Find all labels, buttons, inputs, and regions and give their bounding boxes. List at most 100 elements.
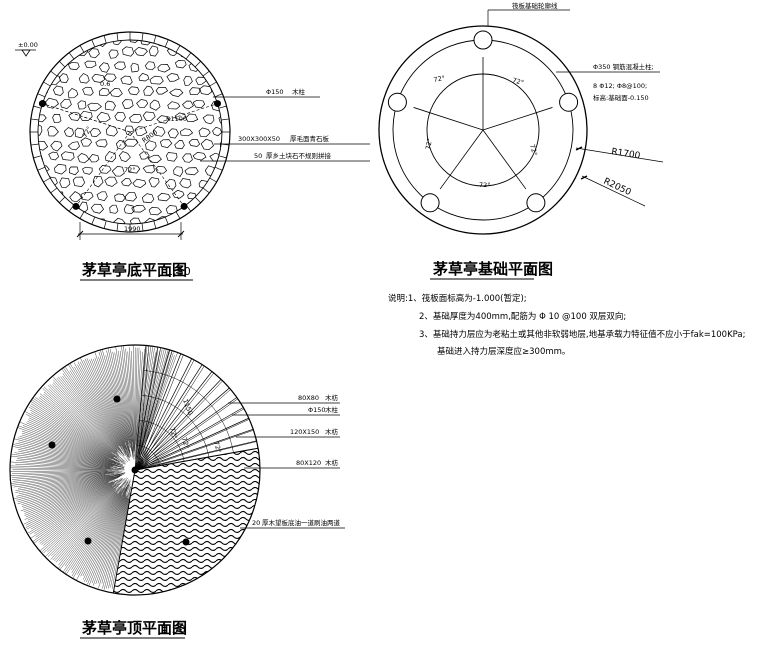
thatch-stroke [91, 494, 126, 583]
roof-column-dot [113, 395, 121, 403]
paving-stone [38, 40, 49, 45]
thatch-stroke [43, 391, 127, 463]
slab-joint [194, 196, 201, 203]
paving-stone [131, 205, 146, 213]
thatch-stroke [86, 358, 127, 450]
paving-stone [104, 176, 118, 187]
paving-stone [68, 111, 81, 121]
thatch-stroke [43, 394, 124, 461]
column-dot [180, 202, 188, 210]
slab-joint [43, 81, 51, 87]
paving-stone [172, 189, 185, 199]
slab-joint [209, 81, 217, 87]
paving-stone [38, 114, 47, 123]
paving-stone [142, 193, 155, 204]
slab-joint [164, 216, 169, 225]
thatch-stroke [11, 472, 113, 484]
paving-stone [124, 125, 135, 136]
thatch-stroke [57, 376, 120, 451]
thatch-stroke [65, 367, 119, 446]
note-line: 3、基础持力层应为老粘土或其他非软弱地层,地基承载力特征值不应小于fak=100… [419, 329, 745, 340]
angle-label: 72° [168, 426, 179, 439]
thatch-stroke [137, 349, 163, 459]
thatch-stroke [73, 362, 122, 447]
thatch-stroke [44, 485, 119, 558]
note-line: 基础进入持力层深度应≥300mm。 [437, 346, 570, 357]
callout-text: 木柱 [292, 87, 306, 96]
paving-stone [149, 75, 164, 85]
thatch-stroke [17, 472, 125, 505]
paving-stone [38, 191, 48, 201]
paving-stone [195, 49, 207, 57]
paving-stone [77, 100, 87, 110]
rafter-line [137, 345, 188, 471]
paving-stone [114, 193, 126, 203]
thatch-stroke [115, 347, 134, 460]
paving-stone [123, 204, 135, 215]
paving-stone [38, 154, 43, 164]
rafter-line [137, 345, 151, 471]
paving-stone [68, 166, 79, 176]
paving-stone [121, 178, 132, 187]
thatch-stroke [42, 483, 120, 552]
thatch-stroke [16, 460, 125, 470]
slab-joint [214, 166, 223, 171]
roof-column-dot [84, 537, 92, 545]
rafter-line [134, 345, 185, 471]
width-label: 1990 [124, 225, 141, 233]
thatch-stroke [14, 438, 119, 466]
thatch-stroke [15, 442, 123, 468]
thatch-stroke [12, 444, 114, 466]
thatch-stroke [24, 475, 121, 516]
callout-text: 厚乡土块石不规则拼接 [266, 151, 332, 160]
paving-stone [132, 178, 147, 188]
purlin-arc [143, 370, 234, 453]
slab-joint [91, 39, 96, 48]
thatch-stroke [138, 349, 167, 457]
paving-stone [90, 203, 105, 214]
thatch-stroke [10, 465, 122, 470]
paving-stone [72, 176, 86, 187]
dim-inner: 0.6 [100, 80, 110, 88]
paving-stone [98, 62, 110, 73]
rafter-line [134, 355, 208, 471]
thatch-stroke [135, 347, 140, 441]
paving-stone [149, 99, 161, 111]
paving-stone [67, 87, 79, 99]
paving-stone [155, 165, 168, 174]
slab-joint [175, 45, 181, 53]
paving-stone [59, 177, 71, 189]
thatch-stroke [82, 484, 128, 577]
thatch-stroke [32, 397, 117, 458]
paving-stone [157, 192, 171, 202]
slab-joint [202, 187, 210, 194]
column-circle [559, 92, 579, 112]
thatch-stroke [30, 479, 118, 530]
callout-size: 20 [252, 519, 260, 527]
paving-stone [38, 204, 42, 215]
paving-stone [129, 114, 143, 124]
slab-joint [164, 39, 169, 48]
paving-stone [98, 87, 110, 97]
thatch-stroke [91, 358, 130, 456]
paving-stone [122, 46, 135, 57]
slab-joint [116, 32, 119, 41]
angle-label: 72° [124, 166, 136, 174]
paving-stone [217, 191, 222, 200]
irregular-stone-paving [38, 40, 222, 224]
note-line: 说明:1、筏板面标高为-1.000(暂定); [388, 293, 527, 304]
slab-joint [68, 52, 75, 60]
thatch-stroke [101, 492, 129, 584]
paving-stone [174, 60, 187, 69]
thatch-stroke [110, 492, 131, 588]
paving-stone [174, 140, 185, 150]
column-circle [473, 30, 493, 50]
slab-joint [221, 118, 230, 121]
rafter-line [137, 349, 200, 471]
foundation-plan: 72° 72° 72° 72° 72° 筏板基础轮廓线 Φ350 钢筋混凝土柱;… [378, 1, 745, 357]
thatch-stroke [30, 409, 119, 461]
callout-text: 木枋 [325, 393, 339, 402]
thatch-stroke [30, 405, 115, 458]
rafter-line [134, 371, 229, 471]
rafter-line [134, 391, 246, 471]
